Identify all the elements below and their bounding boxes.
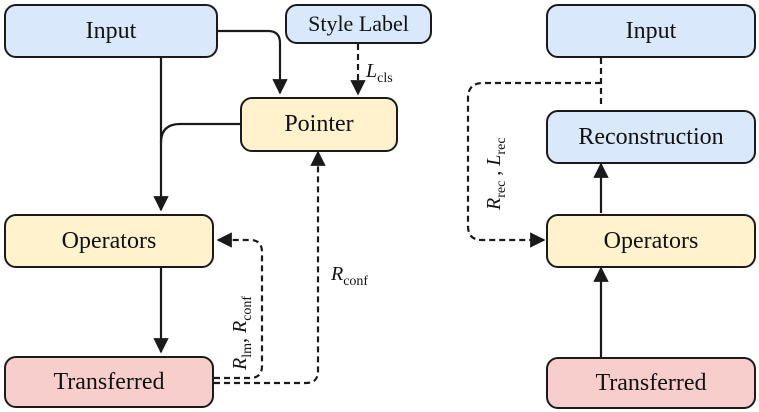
node-transferred-label: Transferred <box>53 368 165 395</box>
label-r-rec: Rrec , Lrec <box>483 137 509 211</box>
label-r-conf: Rconf <box>330 263 368 289</box>
edge-transferred-operators <box>214 232 264 380</box>
node-style-label: Style Label <box>285 4 432 44</box>
node-r-reconstruction-label: Reconstruction <box>578 123 724 150</box>
node-operators-label: Operators <box>61 227 157 254</box>
node-r-transferred-label: Transferred <box>595 369 707 396</box>
node-r-input: Input <box>546 4 756 58</box>
edge-transferred-pointer <box>214 150 326 385</box>
label-l-cls: Lcls <box>365 60 393 86</box>
node-r-transferred: Transferred <box>546 357 756 409</box>
node-r-operators-label: Operators <box>603 227 699 254</box>
label-r-lm-conf: Rlm, Rconf <box>229 296 255 371</box>
node-pointer: Pointer <box>240 97 398 152</box>
node-input: Input <box>4 4 218 58</box>
node-r-input-label: Input <box>625 17 677 44</box>
node-r-operators: Operators <box>546 214 756 268</box>
node-pointer-label: Pointer <box>284 111 354 137</box>
node-r-reconstruction: Reconstruction <box>546 110 756 164</box>
edge-r-loop <box>466 81 601 248</box>
edge-pointer-operators <box>159 122 241 144</box>
node-operators: Operators <box>4 214 214 268</box>
node-transferred: Transferred <box>4 356 214 408</box>
node-style-label-text: Style Label <box>308 11 409 36</box>
node-input-label: Input <box>85 17 137 44</box>
edge-input-pointer <box>216 29 288 95</box>
